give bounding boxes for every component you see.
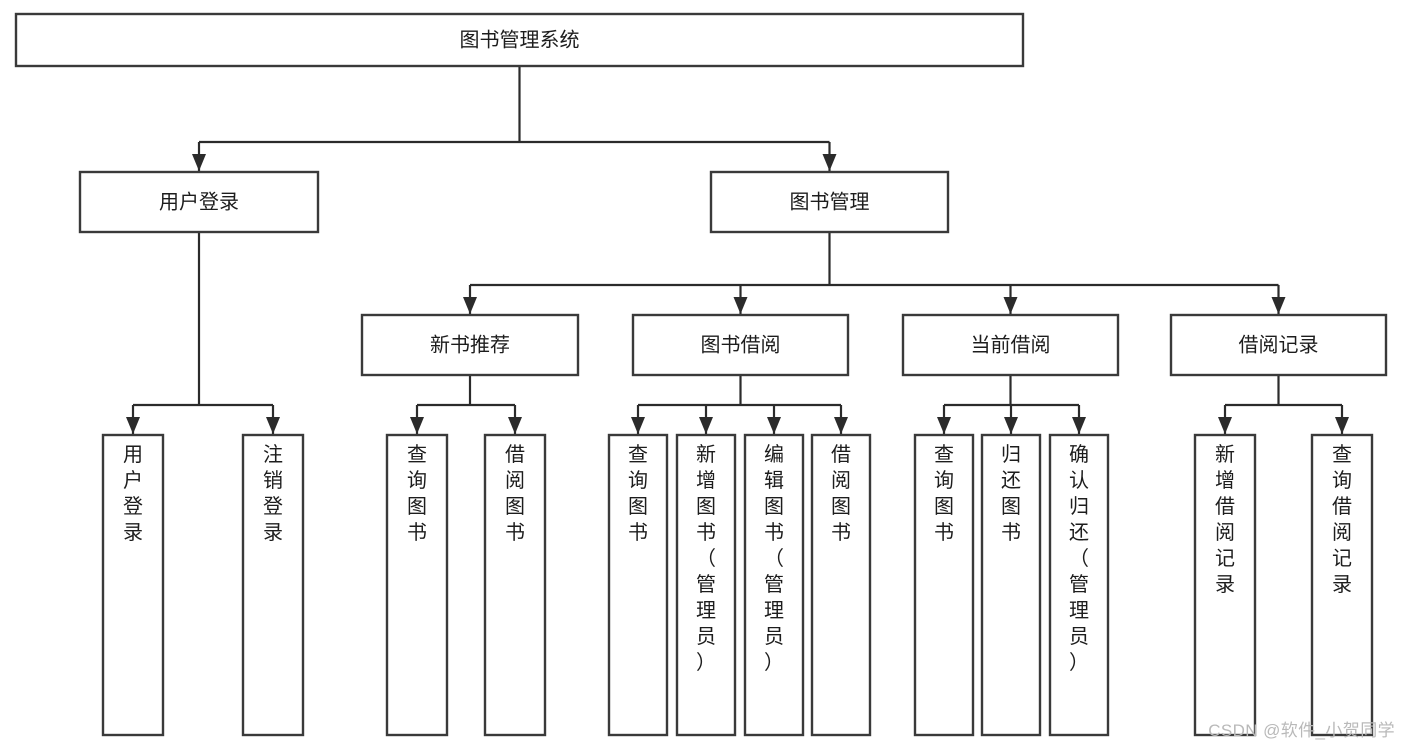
node-box xyxy=(631,313,850,377)
node-leaf-return-book[interactable]: 归还图书 xyxy=(980,433,1042,737)
arrow-head-icon xyxy=(508,417,522,434)
node-box xyxy=(241,433,305,737)
node-label: 归还图书 xyxy=(1001,443,1021,544)
node-leaf-user-login[interactable]: 用户登录 xyxy=(101,433,165,737)
arrow-head-icon xyxy=(834,417,848,434)
node-leaf-query-record[interactable]: 查询借阅记录 xyxy=(1310,433,1374,737)
node-layer: 图书管理系统用户登录图书管理新书推荐图书借阅当前借阅借阅记录用户登录注销登录查询… xyxy=(14,12,1388,737)
arrow-head-icon xyxy=(937,417,951,434)
node-borrow-record[interactable]: 借阅记录 xyxy=(1169,313,1388,377)
node-label: 当前借阅 xyxy=(971,333,1051,356)
node-box xyxy=(1048,433,1110,737)
node-box xyxy=(78,170,320,234)
node-label: 查询图书 xyxy=(934,443,954,544)
arrow-head-icon xyxy=(1004,417,1018,434)
arrow-head-icon xyxy=(767,417,781,434)
node-leaf-query-book-3[interactable]: 查询图书 xyxy=(913,433,975,737)
arrow-head-icon xyxy=(1335,417,1349,434)
node-label: 借阅记录 xyxy=(1239,333,1319,356)
node-box xyxy=(709,170,950,234)
connector-layer xyxy=(126,66,1349,434)
node-label: 新增图书（管理员） xyxy=(696,443,716,674)
arrow-head-icon xyxy=(1003,297,1018,314)
node-label: 编辑图书（管理员） xyxy=(764,443,784,674)
node-box xyxy=(980,433,1042,737)
node-box xyxy=(14,12,1025,68)
node-label: 用户登录 xyxy=(123,444,143,544)
node-label: 注销登录 xyxy=(263,443,283,544)
node-leaf-query-book-1[interactable]: 查询图书 xyxy=(385,433,449,737)
node-leaf-borrow-book-2[interactable]: 借阅图书 xyxy=(810,433,872,737)
node-user-login[interactable]: 用户登录 xyxy=(78,170,320,234)
node-label: 查询图书 xyxy=(628,443,648,544)
node-box xyxy=(385,433,449,737)
node-book-manage[interactable]: 图书管理 xyxy=(709,170,950,234)
node-label: 借阅图书 xyxy=(831,443,851,544)
node-label: 图书管理系统 xyxy=(460,28,580,51)
node-current-borrow[interactable]: 当前借阅 xyxy=(901,313,1120,377)
arrow-head-icon xyxy=(463,297,477,314)
node-leaf-logout[interactable]: 注销登录 xyxy=(241,433,305,737)
node-box xyxy=(675,433,737,737)
node-box xyxy=(1310,433,1374,737)
node-leaf-query-book-2[interactable]: 查询图书 xyxy=(607,433,669,737)
arrow-head-icon xyxy=(631,417,645,434)
node-leaf-borrow-book-1[interactable]: 借阅图书 xyxy=(483,433,547,737)
arrow-head-icon xyxy=(266,417,280,434)
node-box xyxy=(101,433,165,737)
arrow-head-icon xyxy=(733,297,748,314)
node-box xyxy=(1193,433,1257,737)
node-box xyxy=(743,433,805,737)
node-label: 新增借阅记录 xyxy=(1215,443,1235,596)
node-leaf-add-record[interactable]: 新增借阅记录 xyxy=(1193,433,1257,737)
watermark-label: CSDN @软件_小贺同学 xyxy=(1208,721,1395,740)
arrow-head-icon xyxy=(192,154,206,171)
node-box xyxy=(483,433,547,737)
node-label: 用户登录 xyxy=(159,190,239,213)
node-box xyxy=(913,433,975,737)
node-box xyxy=(901,313,1120,377)
node-label: 借阅图书 xyxy=(505,443,525,544)
arrow-head-icon xyxy=(699,417,713,434)
arrow-head-icon xyxy=(1271,297,1286,314)
node-label: 图书管理 xyxy=(790,190,870,213)
node-book-borrow[interactable]: 图书借阅 xyxy=(631,313,850,377)
node-box xyxy=(607,433,669,737)
node-label: 查询图书 xyxy=(407,443,427,544)
node-label: 图书借阅 xyxy=(701,333,781,356)
node-label: 查询借阅记录 xyxy=(1332,443,1352,596)
arrow-head-icon xyxy=(1072,417,1086,434)
arrow-head-icon xyxy=(410,417,424,434)
node-label: 确认归还（管理员） xyxy=(1069,443,1089,674)
arrow-head-icon xyxy=(1218,417,1232,434)
node-leaf-edit-book[interactable]: 编辑图书（管理员） xyxy=(743,433,805,737)
node-new-book-rec[interactable]: 新书推荐 xyxy=(360,313,580,377)
node-label: 新书推荐 xyxy=(430,333,510,356)
node-leaf-add-book[interactable]: 新增图书（管理员） xyxy=(675,433,737,737)
node-root[interactable]: 图书管理系统 xyxy=(14,12,1025,68)
arrow-head-icon xyxy=(126,417,140,434)
node-box xyxy=(1169,313,1388,377)
node-leaf-confirm-return[interactable]: 确认归还（管理员） xyxy=(1048,433,1110,737)
node-box xyxy=(360,313,580,377)
node-box xyxy=(810,433,872,737)
arrow-head-icon xyxy=(822,154,837,171)
